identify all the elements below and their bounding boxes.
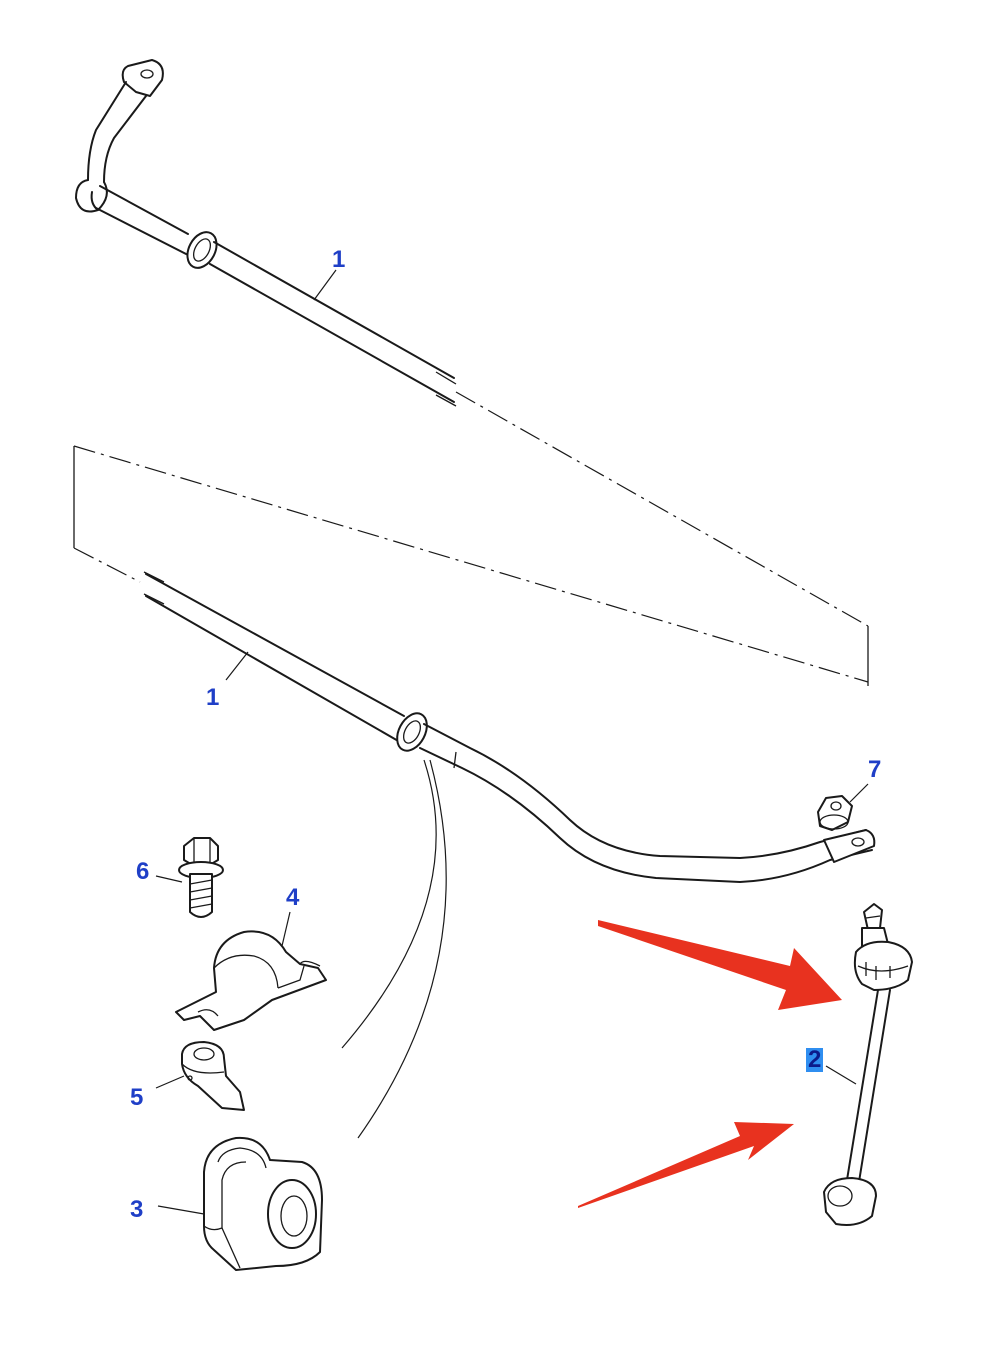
- callout-bar-upper: 1: [332, 246, 346, 273]
- hex-flange-bolt: [156, 838, 223, 917]
- stabilizer-link: [824, 904, 912, 1225]
- bushing-retainer: [156, 1042, 244, 1110]
- stabilizer-bar-lower: [144, 572, 874, 1138]
- callout-clamp: 4: [286, 884, 300, 911]
- bushing-clamp: [176, 912, 326, 1030]
- arrow-lower: [578, 1122, 794, 1208]
- stabilizer-bushing: [158, 1138, 322, 1270]
- callout-bolt: 6: [136, 858, 150, 885]
- stabilizer-bar-upper: [76, 60, 456, 406]
- flange-nut: [818, 784, 868, 830]
- callout-retainer: 5: [130, 1084, 144, 1111]
- callout-bar-lower: 1: [206, 684, 220, 711]
- annotation-arrows: [578, 920, 842, 1208]
- arrow-upper: [598, 920, 842, 1010]
- callout-link: 2: [806, 1046, 824, 1073]
- callout-bushing: 3: [130, 1196, 144, 1223]
- connection-lines: [73, 391, 869, 686]
- callout-nut: 7: [868, 756, 882, 783]
